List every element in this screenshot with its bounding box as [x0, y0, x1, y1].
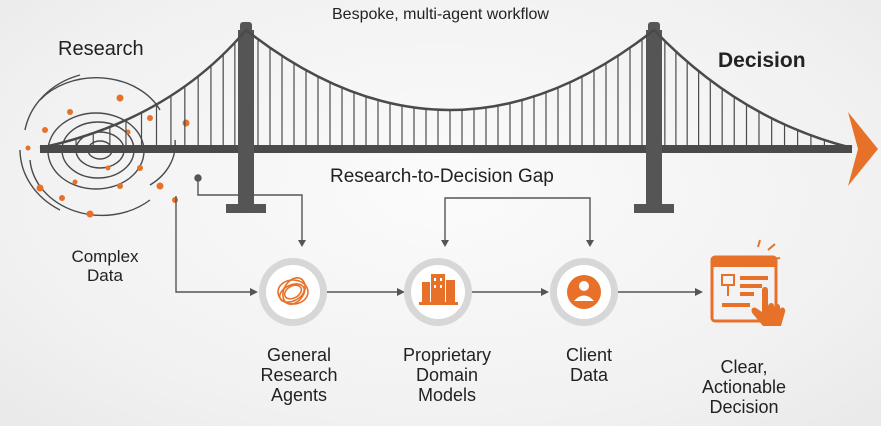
bridge-tower-left — [226, 22, 266, 213]
bridge-deck — [40, 145, 852, 153]
hanger-cables — [75, 39, 826, 145]
flow-arrowheads — [250, 240, 703, 296]
user-icon — [567, 275, 601, 309]
decision-screen-icon — [710, 239, 786, 326]
suspension-cables — [39, 29, 853, 150]
workflow-title: Bespoke, multi-agent workflow — [332, 6, 549, 23]
complex-data-label: Complex Data — [71, 247, 139, 286]
flow-connectors — [175, 174, 697, 293]
domain-models-node — [404, 258, 472, 326]
buildings-icon — [419, 274, 458, 305]
decision-label: Decision — [718, 49, 806, 72]
data-dots — [25, 94, 190, 218]
outcome-label: Clear, Actionable Decision — [701, 357, 787, 418]
step-label-research-agents: General Research Agents — [260, 345, 338, 406]
step-label-client-data: Client Data — [565, 345, 613, 386]
deck-arrow-icon — [848, 112, 878, 186]
research-label: Research — [58, 38, 144, 60]
gap-label: Research-to-Decision Gap — [330, 166, 554, 187]
client-data-node — [550, 258, 618, 326]
bridge-tower-right — [634, 22, 674, 213]
research-agents-node — [259, 258, 327, 326]
step-label-domain-models: Proprietary Domain Models — [402, 345, 492, 406]
tangle-icon — [277, 277, 309, 305]
